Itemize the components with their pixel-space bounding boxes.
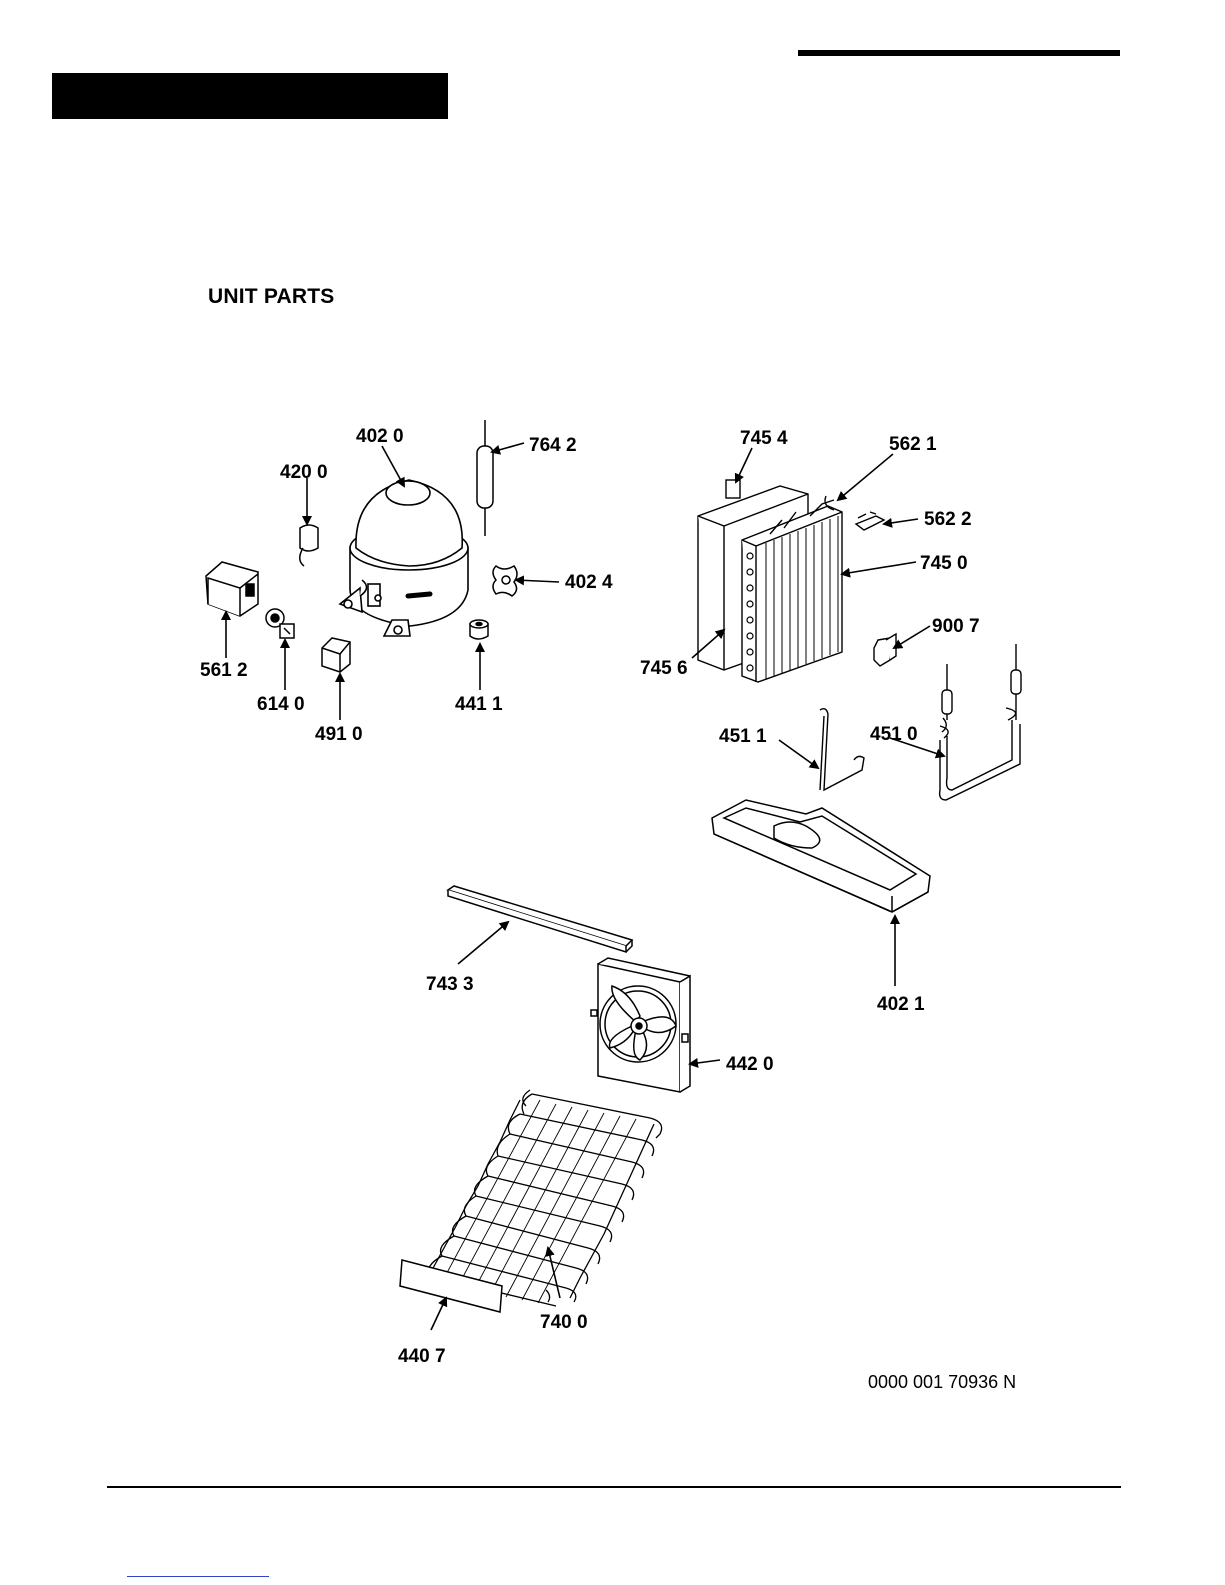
callout-451-1: 451 1 xyxy=(719,726,767,747)
filter-drier-drawing xyxy=(477,420,493,536)
callout-402-0: 402 0 xyxy=(356,426,404,447)
callout-491-0: 491 0 xyxy=(315,724,363,745)
overload-drawing xyxy=(266,609,294,638)
fan-assembly-drawing xyxy=(591,958,690,1092)
callout-402-1: 402 1 xyxy=(877,994,925,1015)
condenser-coil-drawing xyxy=(429,1090,662,1306)
link-underline xyxy=(127,1576,269,1577)
callout-561-2: 561 2 xyxy=(200,660,248,681)
callout-743-3: 743 3 xyxy=(426,974,474,995)
callout-745-6: 745 6 xyxy=(640,658,688,679)
thermostat-tube-drawing xyxy=(940,644,1021,800)
callout-402-4: 402 4 xyxy=(565,572,613,593)
callout-900-7: 900 7 xyxy=(932,616,980,637)
callout-745-4: 745 4 xyxy=(740,428,788,449)
evaporator-drawing xyxy=(698,480,842,682)
rubber-foot-drawing xyxy=(470,620,488,639)
callout-440-7: 440 7 xyxy=(398,1346,446,1367)
callout-562-1: 562 1 xyxy=(889,434,937,455)
callout-442-0: 442 0 xyxy=(726,1054,774,1075)
compressor-drawing xyxy=(340,480,468,636)
relay-drawing xyxy=(206,562,258,616)
bottom-rule xyxy=(107,1486,1121,1488)
drip-tray-drawing xyxy=(712,800,930,912)
grommet-drawing xyxy=(493,566,517,596)
callout-764-2: 764 2 xyxy=(529,435,577,456)
callout-614-0: 614 0 xyxy=(257,694,305,715)
callout-740-0: 740 0 xyxy=(540,1312,588,1333)
callout-745-0: 745 0 xyxy=(920,553,968,574)
heater-clip-drawing xyxy=(856,512,884,530)
callout-420-0: 420 0 xyxy=(280,462,328,483)
wire-bracket-drawing xyxy=(820,709,864,790)
bracket-drawing xyxy=(874,634,896,666)
capacitor-drawing xyxy=(300,525,318,566)
terminal-cover-drawing xyxy=(322,638,350,672)
callout-451-0: 451 0 xyxy=(870,724,918,745)
callout-562-2: 562 2 xyxy=(924,509,972,530)
callout-441-1: 441 1 xyxy=(455,694,503,715)
seal-strip-drawing xyxy=(448,886,632,952)
document-number: 0000 001 70936 N xyxy=(868,1372,1016,1393)
